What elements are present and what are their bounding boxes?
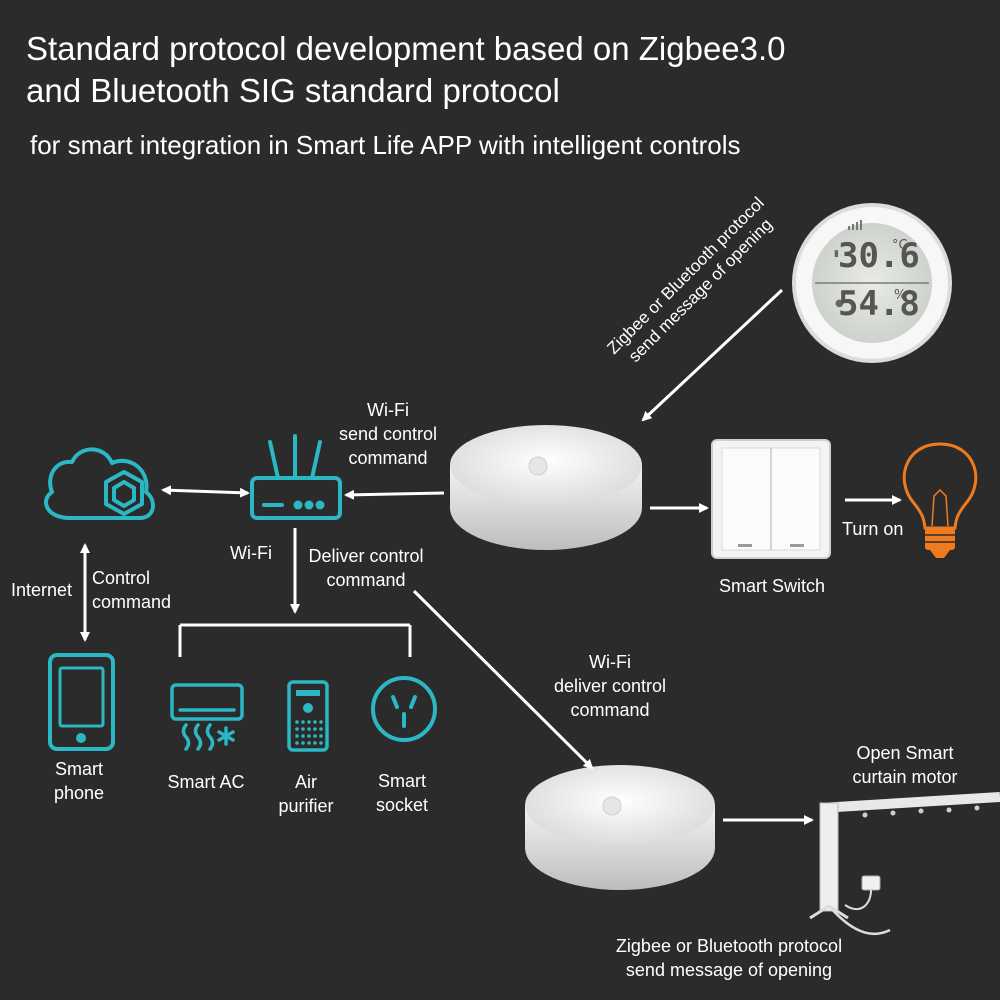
air-purifier-label: Air purifier xyxy=(270,770,342,818)
control-command-label: Control command xyxy=(92,566,171,614)
curtain-motor-device xyxy=(809,792,1000,936)
wifi-deliver-line-3: command xyxy=(570,700,650,720)
smart-socket-label: Smart socket xyxy=(366,769,438,817)
arrow-hub-router xyxy=(344,489,445,500)
air-line-1: Air xyxy=(295,772,317,792)
arrow-cloud-router xyxy=(161,485,250,498)
air-line-2: purifier xyxy=(278,796,334,816)
thermometer-icon: ▮ xyxy=(834,249,839,259)
deliver-line-1: Deliver control xyxy=(308,546,424,566)
humidity-drop-icon: ● xyxy=(835,298,844,309)
device-group-bracket xyxy=(178,623,412,657)
bottom-note-line-1: Zigbee or Bluetooth protocol xyxy=(615,936,843,956)
page-subtitle: for smart integration in Smart Life APP … xyxy=(30,130,741,160)
wifi-deliver-label: Wi-Fi deliver control command xyxy=(540,650,680,722)
wifi-send-label: Wi-Fi send control command xyxy=(328,398,448,470)
turn-on-label: Turn on xyxy=(842,519,904,539)
arrow-sensor-hub xyxy=(641,288,784,422)
wifi-deliver-line-2: deliver control xyxy=(553,676,667,696)
gateway-hub-main xyxy=(450,425,642,550)
page-title: Standard protocol development based on Z… xyxy=(26,28,786,112)
deliver-command-label: Deliver control command xyxy=(300,544,432,592)
gateway-hub-secondary xyxy=(525,765,715,890)
sensor-temperature-unit: °C xyxy=(892,238,908,253)
smart-switch-label: Smart Switch xyxy=(718,576,826,596)
socket-line-1: Smart xyxy=(377,771,426,791)
smart-phone-label: Smart phone xyxy=(40,757,118,805)
curtain-line-1: Open Smart xyxy=(856,743,954,763)
curtain-motor-label: Open Smart curtain motor xyxy=(838,741,972,789)
title-line-2: and Bluetooth SIG standard protocol xyxy=(26,72,560,109)
curtain-line-2: curtain motor xyxy=(852,767,958,787)
light-bulb-icon xyxy=(902,442,978,558)
smart-switch-device xyxy=(711,439,831,559)
air-purifier-icon xyxy=(287,680,329,752)
deliver-line-2: command xyxy=(326,570,406,590)
smart-ac-icon xyxy=(170,683,244,751)
internet-label: Internet xyxy=(11,580,73,600)
arrow-router-hub2 xyxy=(412,589,594,770)
sensor-humidity-reading: 54.8 xyxy=(838,284,920,324)
flow-arrows xyxy=(80,288,902,825)
phone-line-1: Smart xyxy=(54,759,103,779)
wifi-deliver-line-1: Wi-Fi xyxy=(589,652,631,672)
sensor-temperature-reading: 30.6 xyxy=(838,236,920,276)
temperature-humidity-sensor: ▮ ● xyxy=(792,203,952,363)
router-icon xyxy=(250,434,342,520)
socket-line-2: socket xyxy=(375,795,429,815)
smart-ac-label: Smart AC xyxy=(167,772,245,792)
smart-socket-icon xyxy=(371,676,437,742)
router-label: Wi-Fi xyxy=(230,543,272,563)
sensor-humidity-unit: % xyxy=(894,288,907,303)
wifi-send-line-2: send control xyxy=(338,424,438,444)
wifi-send-line-3: command xyxy=(348,448,428,468)
wifi-send-line-1: Wi-Fi xyxy=(367,400,409,420)
bottom-protocol-note: Zigbee or Bluetooth protocol send messag… xyxy=(594,934,864,982)
title-line-1: Standard protocol development based on Z… xyxy=(26,30,786,67)
bottom-note-line-2: send message of opening xyxy=(625,960,833,980)
cloud-icon xyxy=(44,447,155,520)
smart-phone-icon xyxy=(48,653,115,751)
phone-line-2: phone xyxy=(53,783,105,803)
control-line-2: command xyxy=(92,592,172,612)
control-line-1: Control xyxy=(92,568,151,588)
